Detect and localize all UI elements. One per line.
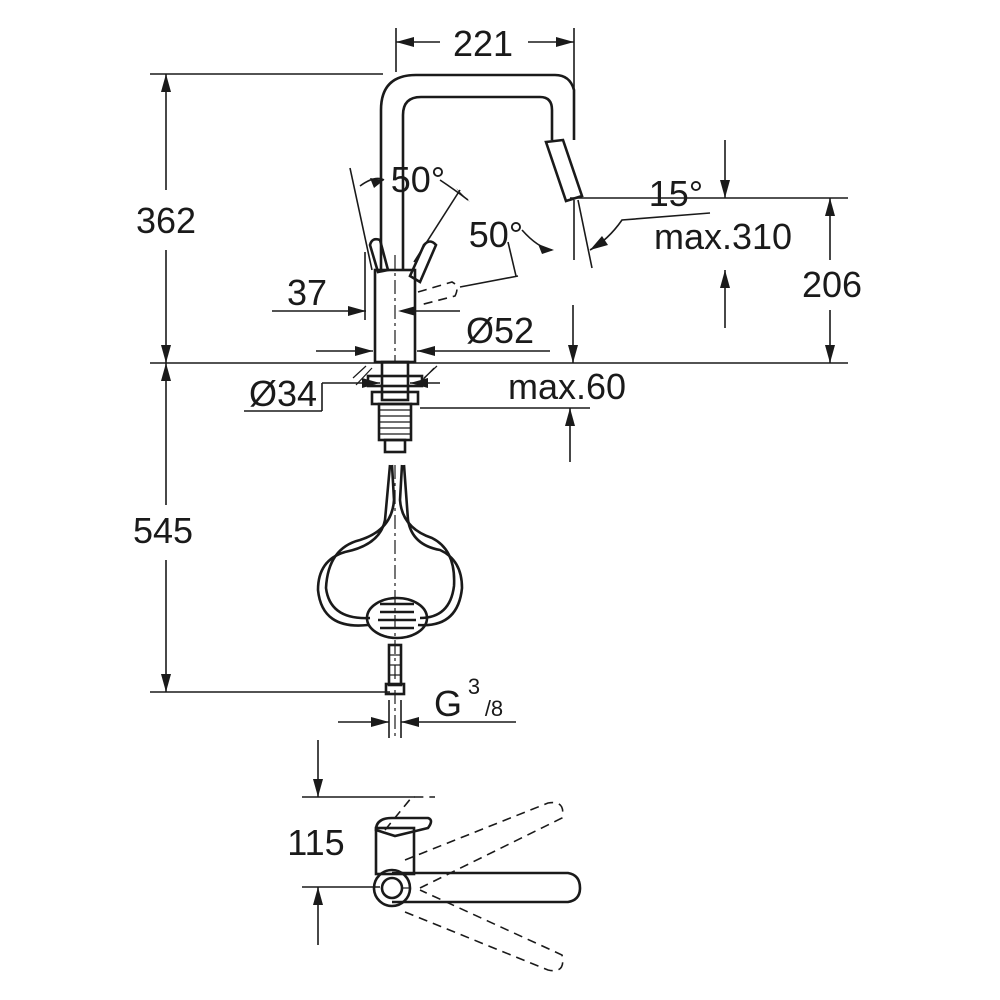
label-spout-angle: 15° [649,173,703,214]
faucet-plan-view [302,740,582,972]
label-height-total: 362 [136,200,196,241]
label-lever-angle-up: 50° [391,159,445,200]
label-connection-g: G [434,683,462,724]
label-connection-den: /8 [485,696,503,721]
hose-loop [316,464,464,740]
faucet-side-elevation [352,73,584,454]
label-body-diameter: Ø52 [466,310,534,351]
dimension-lines [150,28,848,738]
label-lever-angle-side: 50° [469,214,523,255]
label-hose-length: 545 [133,510,193,551]
label-connection-num: 3 [468,674,480,699]
label-spout-reach: max.310 [654,216,792,257]
label-lever-offset: 37 [287,272,327,313]
label-mount-diameter: Ø34 [249,373,317,414]
label-deck-thickness: max.60 [508,366,626,407]
label-width-top: 221 [453,23,513,64]
label-outlet-height: 206 [802,264,862,305]
dimension-labels: 221 362 50° 50° 15° max.310 206 37 Ø52 Ø… [133,23,862,863]
label-plan-offset: 115 [287,822,344,863]
